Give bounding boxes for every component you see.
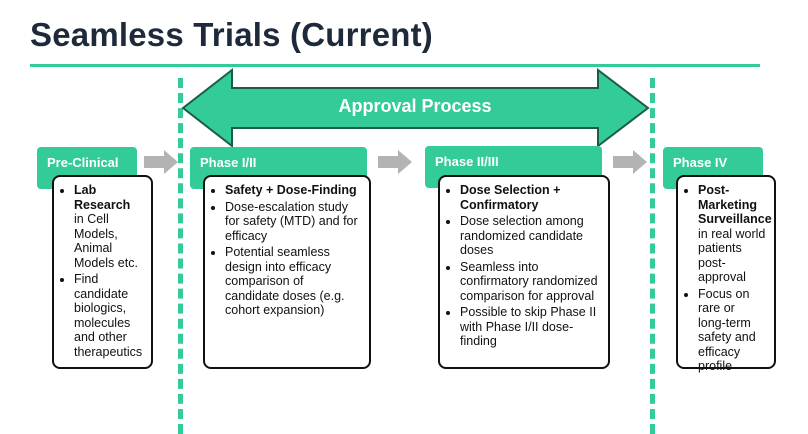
bullet-text: Dose-escalation study for safety (MTD) a… <box>225 199 358 243</box>
title-divider <box>30 64 760 67</box>
phase-tab-label: Phase I/II <box>200 155 257 170</box>
approval-process-label: Approval Process <box>338 96 492 116</box>
bullet-text: Seamless into confirmatory randomized co… <box>460 259 598 303</box>
right-arrow-icon <box>144 150 178 174</box>
bullet-item: Lab Research in Cell Models, Animal Mode… <box>74 183 143 270</box>
bullet-bold: Safety + Dose-Finding <box>225 183 357 197</box>
bullet-text: Possible to skip Phase II with Phase I/I… <box>460 305 597 348</box>
page-title: Seamless Trials (Current) <box>30 16 433 53</box>
bullet-text: in real world patients post-approval <box>698 226 766 285</box>
bullet-item: Dose Selection + Confirmatory <box>460 183 600 212</box>
bullet-bold: Post-Marketing Surveillance <box>698 183 772 226</box>
bullet-item: Dose selection among randomized candidat… <box>460 214 600 258</box>
phase-box-phase-1-2: Safety + Dose-Finding Dose-escalation st… <box>203 175 371 369</box>
phase-tab-label: Pre-Clinical <box>47 155 119 170</box>
bullet-bold: Dose Selection + Confirmatory <box>460 183 561 212</box>
phase-tab-label: Phase IV <box>673 155 728 170</box>
phase-tab-label: Phase II/III <box>435 154 499 169</box>
approval-double-arrow <box>181 67 650 149</box>
bullet-text: Focus on rare or long-term safety and ef… <box>698 286 756 374</box>
bullet-item: Focus on rare or long-term safety and ef… <box>698 287 766 374</box>
dashed-separator-right <box>650 78 655 434</box>
right-arrow-icon <box>378 150 412 174</box>
bullet-item: Post-Marketing Surveillance in real worl… <box>698 183 772 285</box>
bullet-text: Potential seamless design into efficacy … <box>225 245 345 317</box>
bullet-item: Safety + Dose-Finding <box>225 183 361 198</box>
phase-box-pre-clinical: Lab Research in Cell Models, Animal Mode… <box>52 175 153 369</box>
bullet-bold: Lab Research <box>74 183 131 212</box>
bullet-item: Possible to skip Phase II with Phase I/I… <box>460 305 600 349</box>
approval-arrow-shape <box>181 67 650 149</box>
bullet-item: Seamless into confirmatory randomized co… <box>460 260 600 304</box>
bullet-item: Dose-escalation study for safety (MTD) a… <box>225 200 361 244</box>
dashed-separator-left <box>178 78 183 434</box>
bullet-item: Find candidate biologics, molecules and … <box>74 272 143 359</box>
right-arrow-icon <box>613 150 647 174</box>
bullet-text: in Cell Models, Animal Models etc. <box>74 212 138 270</box>
bullet-text: Find candidate biologics, molecules and … <box>74 272 143 359</box>
phase-box-phase-2-3: Dose Selection + Confirmatory Dose selec… <box>438 175 610 369</box>
bullet-text: Dose selection among randomized candidat… <box>460 214 584 257</box>
bullet-item: Potential seamless design into efficacy … <box>225 245 361 318</box>
phase-box-phase-4: Post-Marketing Surveillance in real worl… <box>676 175 776 373</box>
